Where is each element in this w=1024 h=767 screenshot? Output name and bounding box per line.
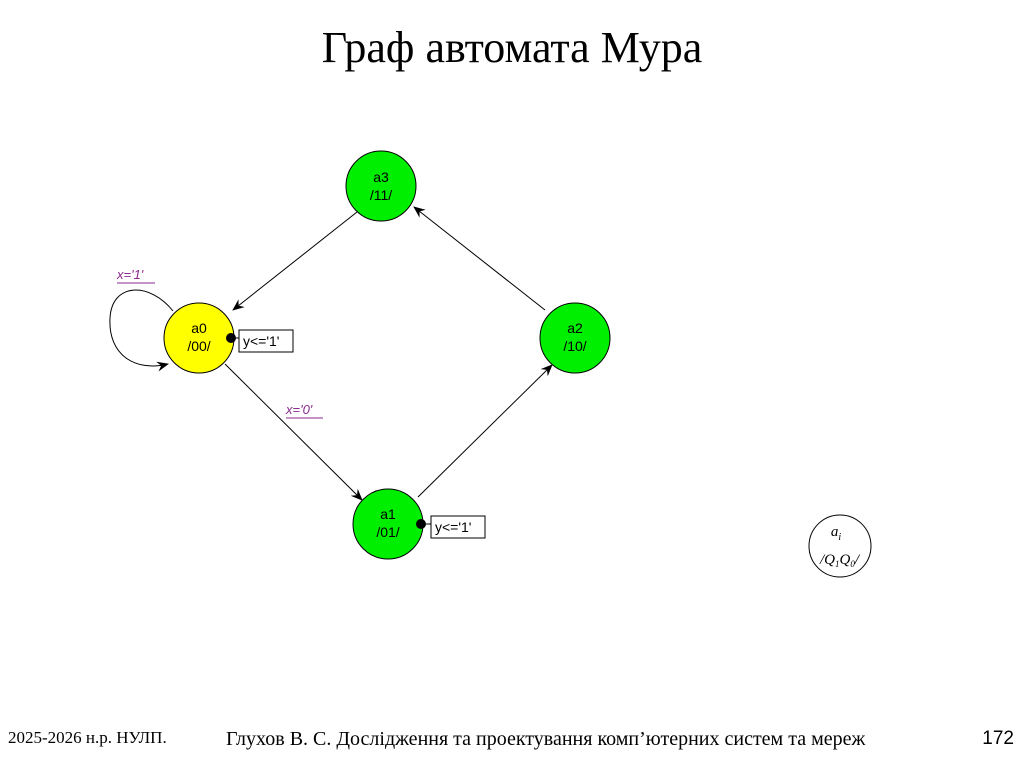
state-a0-initial[interactable]: a0 /00/ bbox=[163, 302, 235, 374]
transition-a0-self-loop bbox=[109, 289, 174, 372]
state-output: /01/ bbox=[376, 524, 399, 540]
guard-label-x1: x='1' bbox=[116, 267, 155, 284]
footer-academic-year: 2025-2026 н.р. НУЛП. bbox=[8, 728, 167, 747]
state-output: /00/ bbox=[187, 338, 210, 354]
svg-text:/Q1Q0/: /Q1Q0/ bbox=[819, 552, 861, 569]
state-name: a3 bbox=[373, 169, 389, 185]
transition-a2-a3 bbox=[413, 206, 546, 311]
footer-course-title: Глухов В. С. Дослідження та проектування… bbox=[226, 728, 866, 750]
transition-a1-a2 bbox=[417, 364, 553, 498]
state-name: a1 bbox=[380, 506, 396, 522]
svg-text:ai: ai bbox=[831, 524, 842, 543]
state-a3[interactable]: a3 /11/ bbox=[345, 150, 417, 222]
svg-text:y<='1': y<='1' bbox=[435, 519, 471, 535]
state-a1[interactable]: a1 /01/ bbox=[352, 488, 424, 560]
transition-a3-a0 bbox=[232, 211, 358, 311]
svg-text:x='0': x='0' bbox=[285, 402, 313, 417]
svg-text:y<='1': y<='1' bbox=[243, 333, 279, 349]
guard-label-x0: x='0' bbox=[285, 402, 323, 419]
state-output: /11/ bbox=[370, 187, 392, 203]
svg-text:x='1': x='1' bbox=[116, 267, 144, 282]
state-a2[interactable]: a2 /10/ bbox=[539, 302, 611, 374]
state-name: a0 bbox=[191, 320, 207, 336]
state-output: /10/ bbox=[563, 338, 586, 354]
page-number: 172 bbox=[982, 728, 1014, 749]
legend-node: ai /Q1Q0/ bbox=[808, 514, 872, 578]
slide-title: Граф автомата Мура bbox=[321, 23, 703, 72]
transition-a0-a1 bbox=[224, 363, 363, 501]
state-a0-action: y<='1' bbox=[226, 329, 294, 353]
state-name: a2 bbox=[567, 320, 583, 336]
state-a1-action: y<='1' bbox=[416, 515, 486, 539]
